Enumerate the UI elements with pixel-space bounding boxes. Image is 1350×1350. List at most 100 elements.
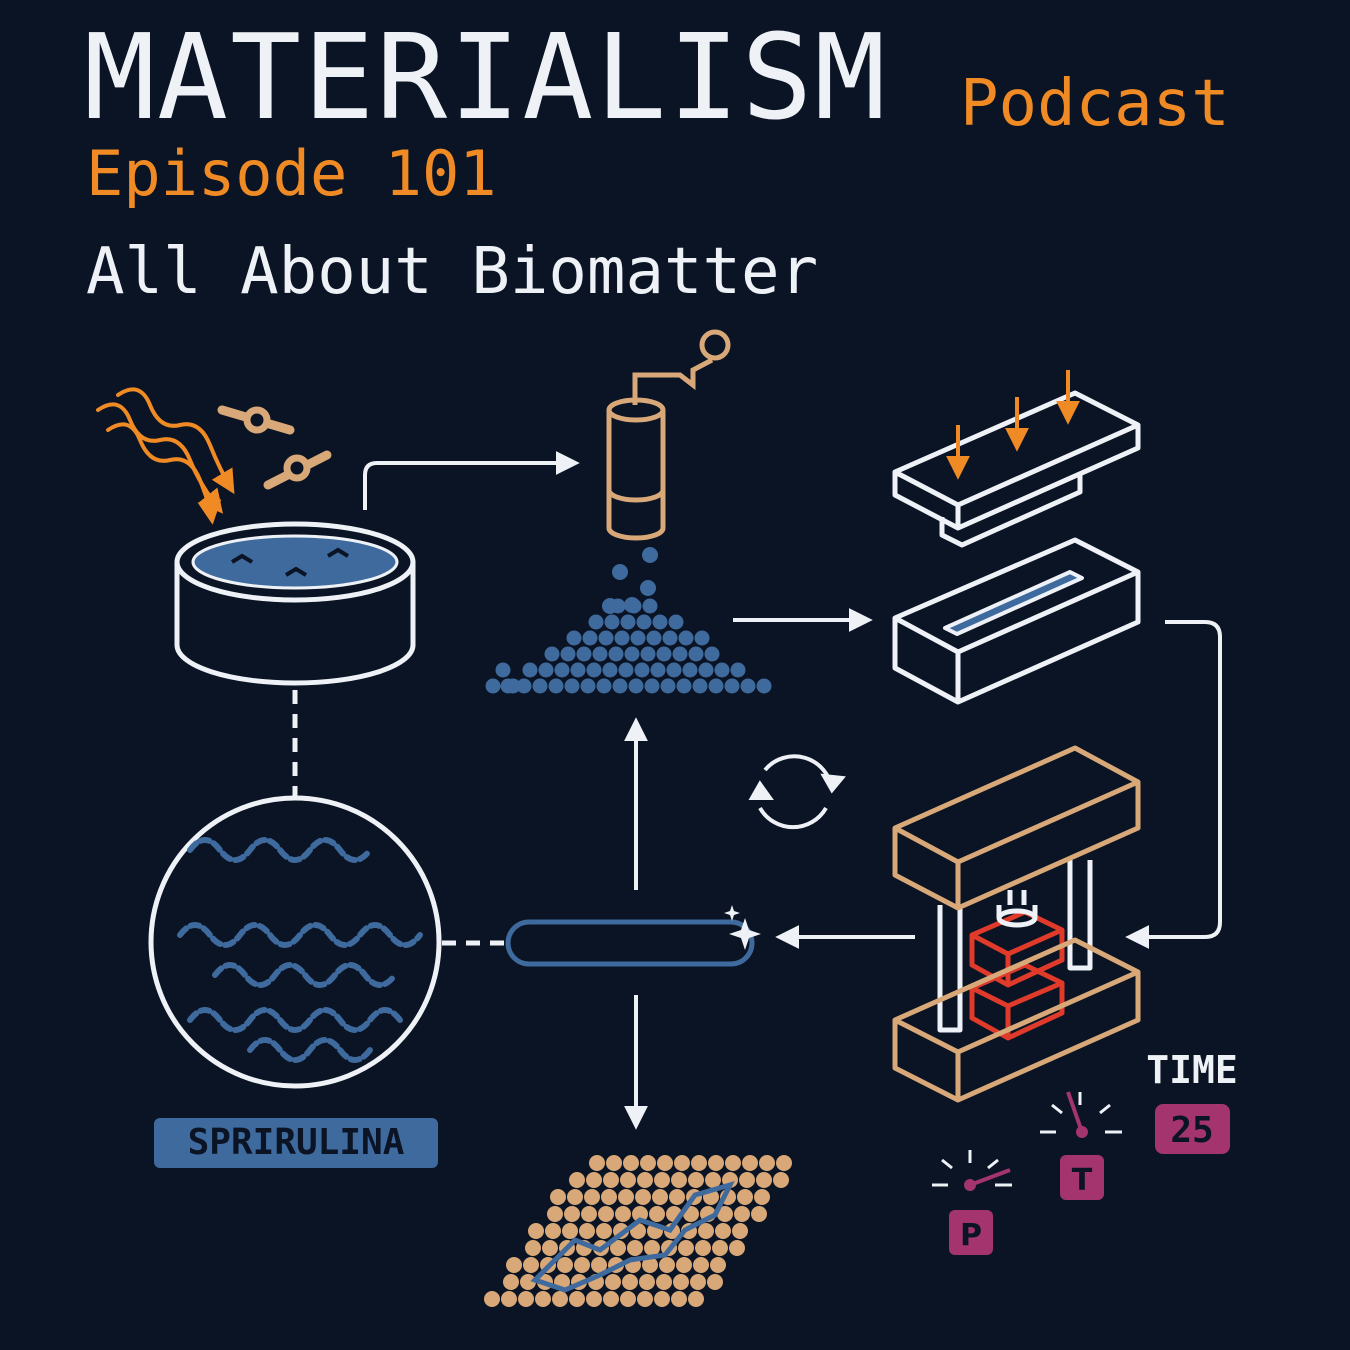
granule — [739, 1172, 755, 1188]
granule — [618, 1189, 634, 1205]
granule — [642, 1257, 658, 1273]
granule — [707, 1274, 723, 1290]
granule — [676, 678, 692, 694]
granule — [522, 662, 538, 678]
granule — [581, 1206, 597, 1222]
granule — [652, 614, 668, 630]
podcast-label: Podcast — [960, 67, 1230, 141]
granule — [624, 646, 640, 662]
granule — [640, 580, 656, 596]
organism-label-bg — [154, 1118, 438, 1168]
granule — [495, 662, 511, 678]
granule — [656, 646, 672, 662]
granule — [602, 662, 618, 678]
granule — [501, 1291, 517, 1307]
granule — [560, 646, 576, 662]
granule — [582, 630, 598, 646]
granule — [615, 1206, 631, 1222]
granule — [756, 1172, 772, 1188]
granule — [564, 1206, 580, 1222]
granule — [671, 1291, 687, 1307]
temperature-badge: T — [1072, 1163, 1093, 1198]
pressure-gauge-icon: P — [932, 1150, 1012, 1255]
granule — [688, 1172, 704, 1188]
granule — [557, 1257, 573, 1273]
culture-dish-icon — [174, 521, 416, 686]
granule — [584, 1189, 600, 1205]
granule — [673, 1274, 689, 1290]
granule — [644, 1240, 660, 1256]
episode-number: Episode 101 — [86, 137, 497, 210]
granule — [569, 1172, 585, 1188]
granule — [626, 598, 642, 614]
granule — [598, 1206, 614, 1222]
granule — [708, 678, 724, 694]
granule — [742, 1155, 758, 1171]
granule — [654, 1291, 670, 1307]
granule — [603, 1172, 619, 1188]
granule — [525, 1240, 541, 1256]
granule — [542, 1240, 558, 1256]
granule — [550, 1189, 566, 1205]
granule — [660, 678, 676, 694]
granule — [732, 1223, 748, 1239]
granule — [730, 662, 746, 678]
granule — [605, 1274, 621, 1290]
granule — [734, 1206, 750, 1222]
granule — [586, 1291, 602, 1307]
granule — [596, 1223, 612, 1239]
podcast-title: MATERIALISM — [84, 8, 888, 146]
granule — [591, 1257, 607, 1273]
granule — [710, 1257, 726, 1273]
sparkle-icon — [724, 905, 761, 950]
granule — [705, 1172, 721, 1188]
granule — [678, 630, 694, 646]
granule — [708, 1155, 724, 1171]
product-bar — [505, 919, 755, 967]
granule — [588, 614, 604, 630]
granule — [535, 1291, 551, 1307]
temperature-gauge-icon: T — [1040, 1091, 1122, 1200]
sun-rays-icon — [96, 387, 235, 525]
granule — [636, 614, 652, 630]
granule — [669, 1189, 685, 1205]
granule — [614, 630, 630, 646]
granule — [690, 1274, 706, 1290]
granule — [666, 662, 682, 678]
granule — [662, 630, 678, 646]
granule — [566, 630, 582, 646]
granule — [642, 598, 658, 614]
granule — [547, 1206, 563, 1222]
granule — [610, 1240, 626, 1256]
granule — [676, 1257, 692, 1273]
hot-press-icon — [892, 745, 1141, 1103]
granule — [644, 678, 660, 694]
granule — [634, 662, 650, 678]
granule — [598, 630, 614, 646]
granule — [538, 662, 554, 678]
granule — [620, 614, 636, 630]
granule — [737, 1189, 753, 1205]
granule — [640, 646, 656, 662]
powder-pile-icon — [485, 547, 772, 694]
granule — [773, 1172, 789, 1188]
granule — [692, 678, 708, 694]
granule — [620, 1172, 636, 1188]
granule — [740, 678, 756, 694]
granule — [682, 662, 698, 678]
granule — [604, 614, 620, 630]
granule — [589, 1155, 605, 1171]
granule — [618, 662, 634, 678]
granule — [552, 1291, 568, 1307]
time-value: 25 — [1170, 1110, 1213, 1151]
granule — [724, 678, 740, 694]
granule — [678, 1240, 694, 1256]
episode-title: All About Biomatter — [86, 235, 819, 309]
granule — [484, 1291, 500, 1307]
granule — [712, 1240, 728, 1256]
microscope-circle-icon — [148, 795, 442, 1089]
granule — [564, 678, 580, 694]
granule — [608, 646, 624, 662]
granule — [688, 1291, 704, 1307]
granule — [694, 630, 710, 646]
